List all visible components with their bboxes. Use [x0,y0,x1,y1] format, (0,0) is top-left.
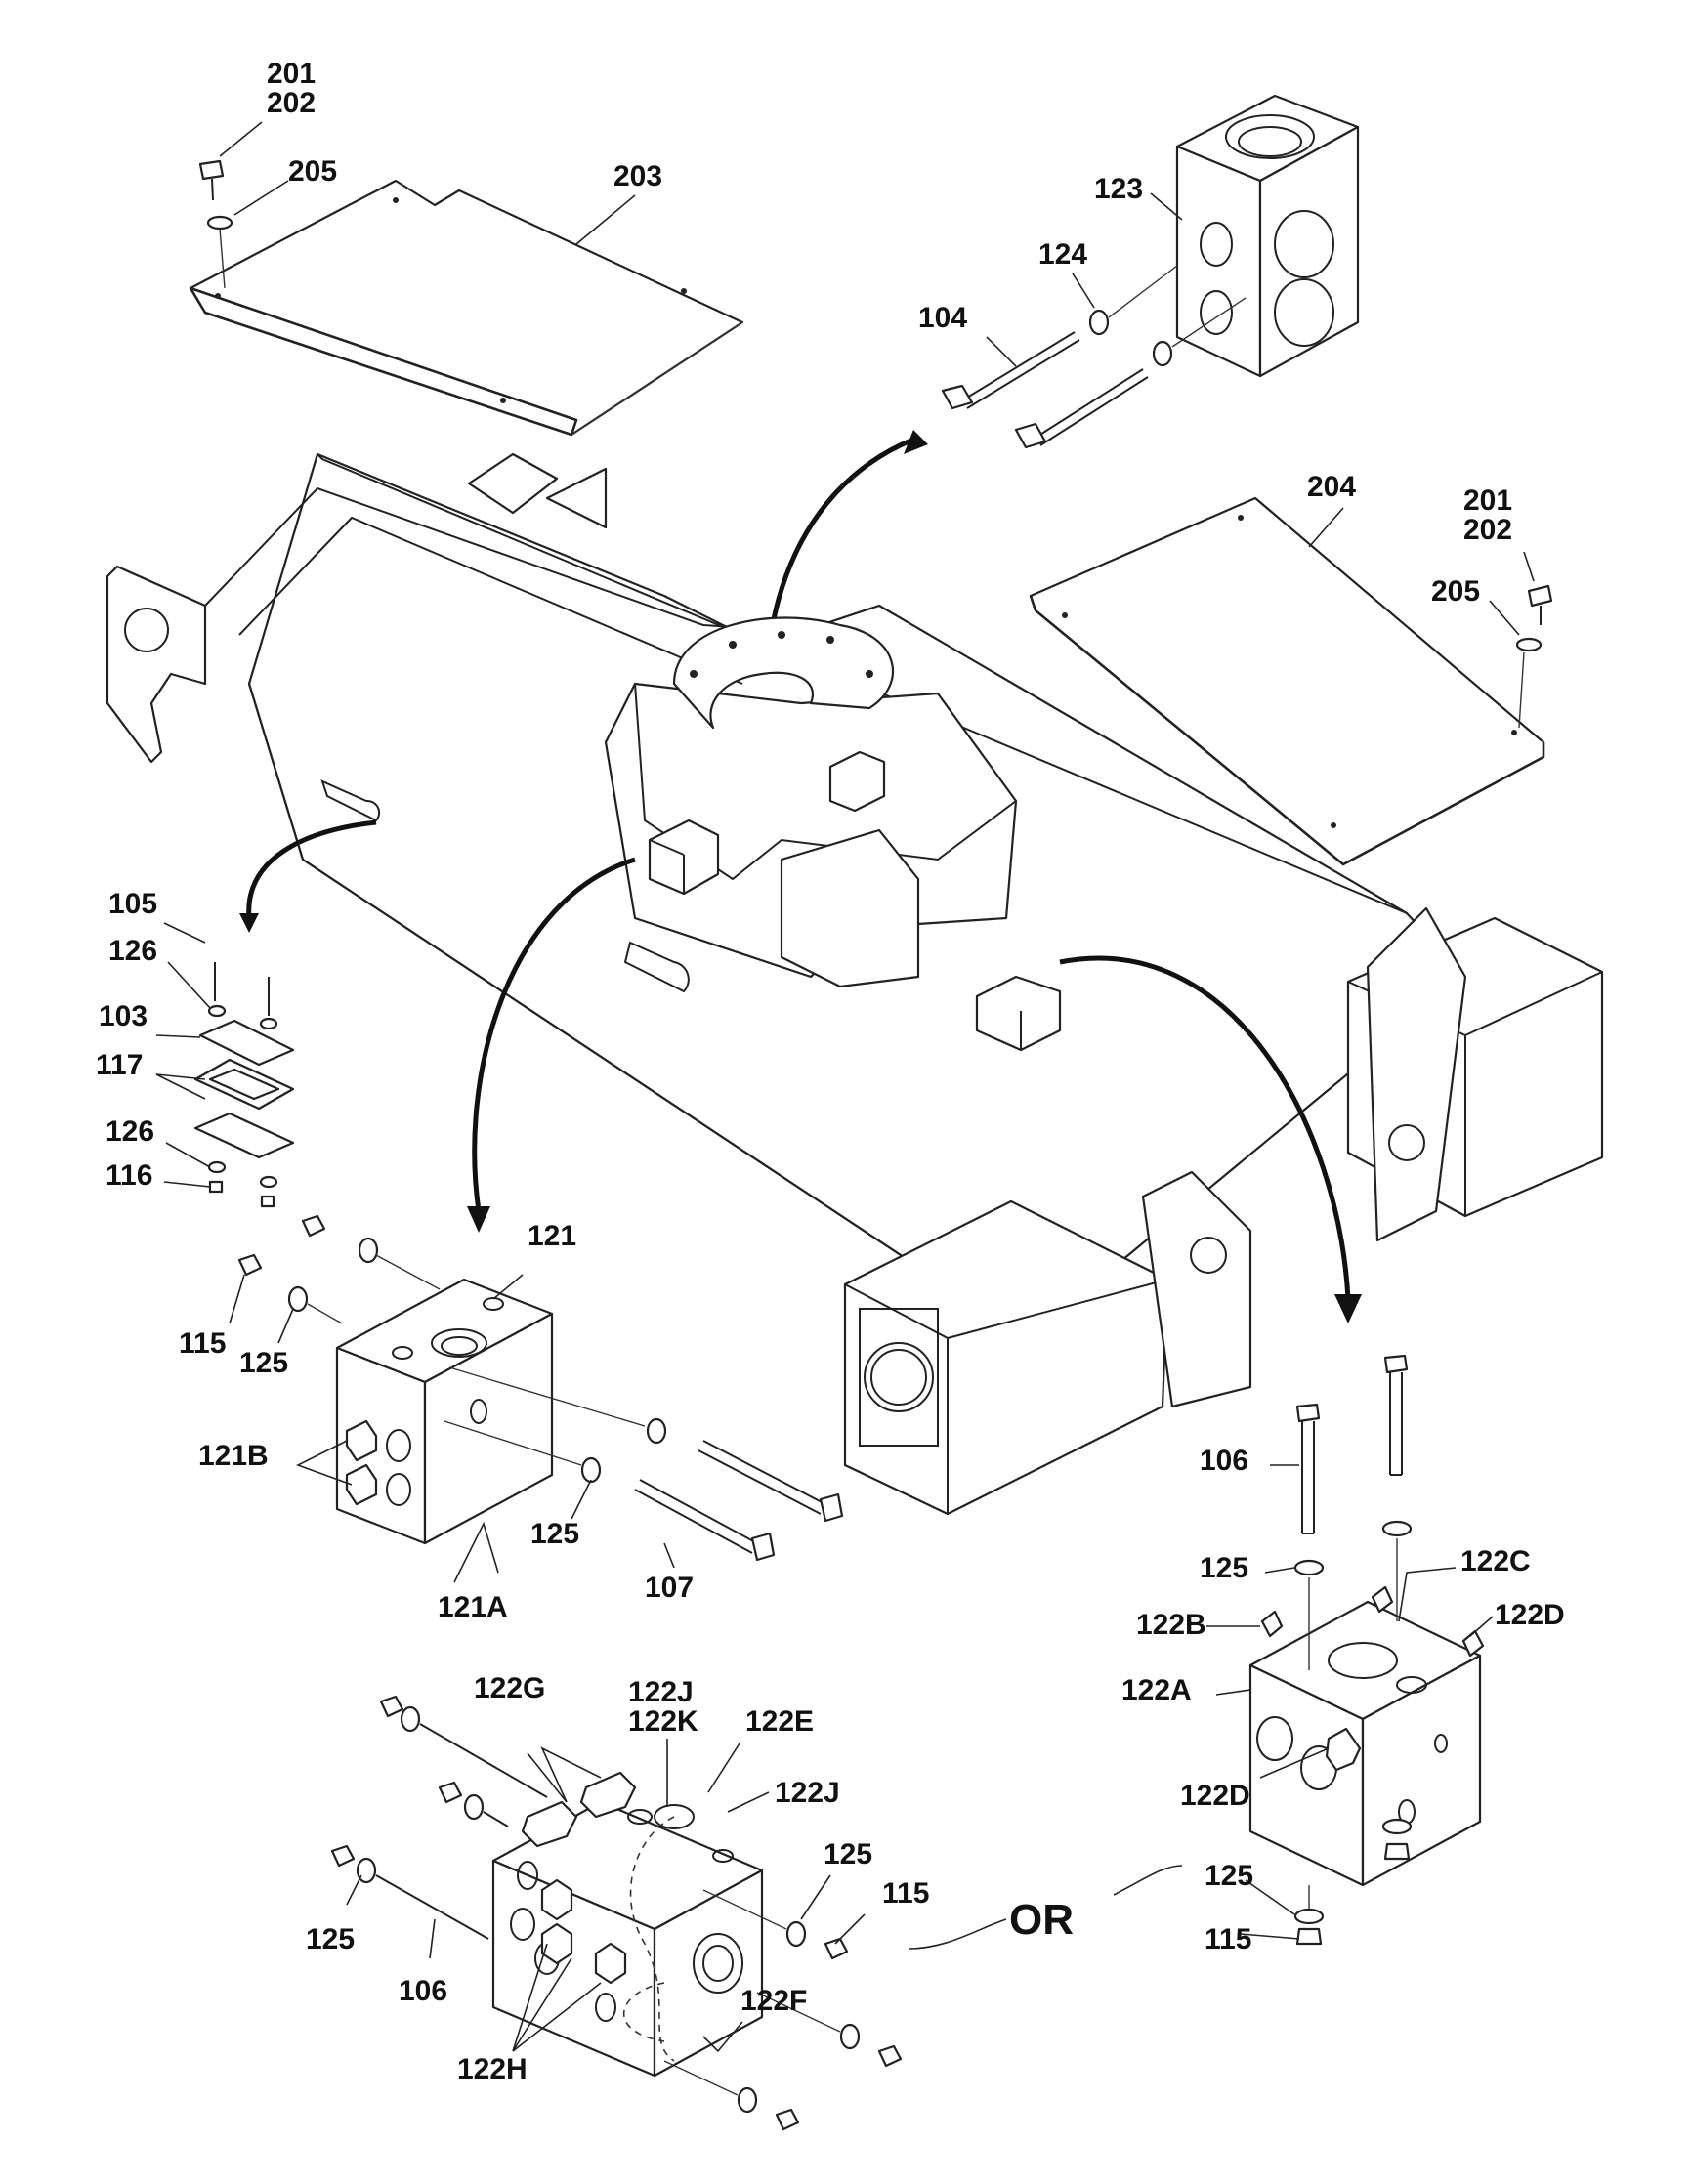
callout-125-f: 125 [306,1923,355,1955]
main-frame [106,452,1604,1516]
callout-107: 107 [645,1572,694,1604]
callout-105: 105 [108,888,157,920]
callout-202-right: 202 [1463,514,1512,546]
callout-106-a: 106 [1200,1445,1248,1477]
callout-125-e: 125 [824,1838,872,1870]
callout-125-c: 125 [1200,1552,1248,1584]
frame-block-center [828,750,886,813]
callout-122F: 122F [740,1985,807,2017]
callout-121B: 121B [198,1440,269,1472]
frame-block-left [648,819,720,896]
callout-116: 116 [106,1159,152,1192]
callout-labels: 201 202 205 203 123 124 104 204 201 202 … [96,58,1565,2085]
block-121-fasteners [237,1214,844,1562]
callout-122E: 122E [745,1705,814,1738]
callout-115-b: 115 [1205,1923,1251,1955]
callout-204: 204 [1307,471,1356,503]
callout-122H: 122H [457,2053,528,2085]
arrow-to-block-122 [1059,955,1351,1300]
callout-115-c: 115 [882,1877,929,1910]
frame-block-right [975,975,1062,1052]
callout-115-a: 115 [179,1327,226,1360]
callout-126-b: 126 [106,1115,154,1148]
valve-block-121 [335,1278,554,1545]
callout-123: 123 [1094,173,1143,205]
arrow-to-mount [246,819,377,919]
callout-201-top: 201 [267,58,316,90]
cover-plate-204 [1029,496,1545,866]
callout-205-right: 205 [1431,575,1480,608]
or-label: OR [1009,1896,1074,1944]
callout-117: 117 [96,1049,143,1081]
callout-125-b: 125 [530,1518,579,1550]
callout-106-b: 106 [399,1975,447,2007]
callout-201-right: 201 [1463,484,1512,517]
callout-202-top: 202 [267,87,316,119]
callout-203: 203 [613,160,662,192]
mount-assembly [193,962,295,1208]
callout-122D-b: 122D [1180,1780,1250,1812]
bolts-104-washers-124 [941,265,1247,449]
bolt-201-right [1515,584,1553,729]
callout-122J-a: 122J [628,1676,694,1708]
cover-plate-203 [189,179,744,437]
callout-122A: 122A [1121,1674,1192,1706]
callout-122G: 122G [474,1672,545,1704]
callout-124: 124 [1038,238,1087,271]
bolt-201-top [198,159,233,289]
callout-205-top: 205 [288,155,337,188]
callout-125-d: 125 [1205,1860,1253,1892]
block-122-right-fasteners [1293,1354,1413,1946]
callout-122J-b: 122J [775,1777,840,1809]
callout-121: 121 [528,1220,576,1252]
callout-122B: 122B [1136,1609,1206,1641]
valve-block-122-right [1248,1585,1485,1887]
valve-block-123 [1175,94,1360,378]
callout-126-a: 126 [108,935,157,967]
callout-103: 103 [99,1000,148,1032]
callout-121A: 121A [438,1591,508,1623]
callout-122D-a: 122D [1495,1599,1565,1631]
block-122-bottom-fasteners [330,1695,903,2131]
valve-block-122-bottom [491,1771,764,2078]
callout-104: 104 [918,302,967,334]
arrow-to-block-121 [472,857,636,1212]
callout-122K: 122K [628,1705,698,1738]
leader-lines [155,121,1535,2053]
callout-125-a: 125 [239,1347,288,1379]
callout-122C: 122C [1460,1545,1531,1577]
